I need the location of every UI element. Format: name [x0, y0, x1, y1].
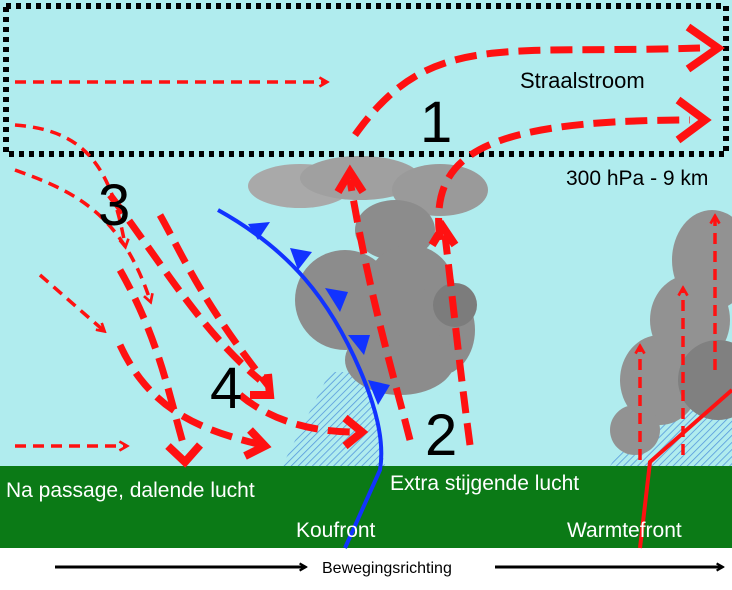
jet-stream-label: Straalstroom	[520, 68, 645, 93]
ground	[0, 466, 732, 548]
cold-front-line	[217, 208, 384, 549]
cold-front-triangles	[248, 222, 390, 405]
number-1: 1	[420, 90, 452, 155]
pressure-level-label: 300 hPa - 9 km	[566, 167, 708, 190]
number-2: 2	[425, 403, 457, 468]
descending-arrowhead-2	[165, 442, 203, 468]
number-4: 4	[210, 356, 242, 421]
rising-air-label: Extra stijgende lucht	[390, 472, 579, 495]
jet-arrowhead-upper	[685, 23, 725, 73]
rising-arrowhead-right	[428, 219, 459, 248]
storm-cloud	[248, 156, 488, 395]
rain-area-cold	[282, 372, 385, 466]
descending-arrow-1	[107, 192, 263, 383]
rising-arrowhead-left	[334, 164, 367, 195]
jet-stream-box	[3, 3, 729, 157]
number-3: 3	[98, 173, 130, 238]
rising-arrow-left	[346, 179, 414, 441]
descending-arrow-4	[237, 392, 356, 436]
descending-arrow-a	[14, 123, 125, 245]
descending-arrow-5	[156, 213, 273, 391]
jet-arrow-lower	[435, 116, 691, 241]
descending-arrow-b	[14, 168, 150, 300]
rising-arrow-right	[441, 234, 474, 446]
descending-arrowhead-3	[243, 427, 272, 460]
descending-air-label: Na passage, dalende lucht	[6, 479, 255, 502]
movement-label: Bewegingsrichting	[322, 560, 452, 577]
warm-front-label: Warmtefront	[567, 519, 682, 542]
jet-arrowhead-lower	[675, 96, 712, 144]
descending-arrowhead-4	[342, 414, 369, 450]
jet-arrow-upper	[352, 44, 701, 138]
warm-front-line	[638, 388, 732, 549]
descending-arrow-2	[116, 268, 189, 452]
descending-arrowhead-1	[250, 373, 275, 399]
cold-front-label: Koufront	[296, 519, 376, 542]
descending-arrow-c	[38, 273, 103, 330]
